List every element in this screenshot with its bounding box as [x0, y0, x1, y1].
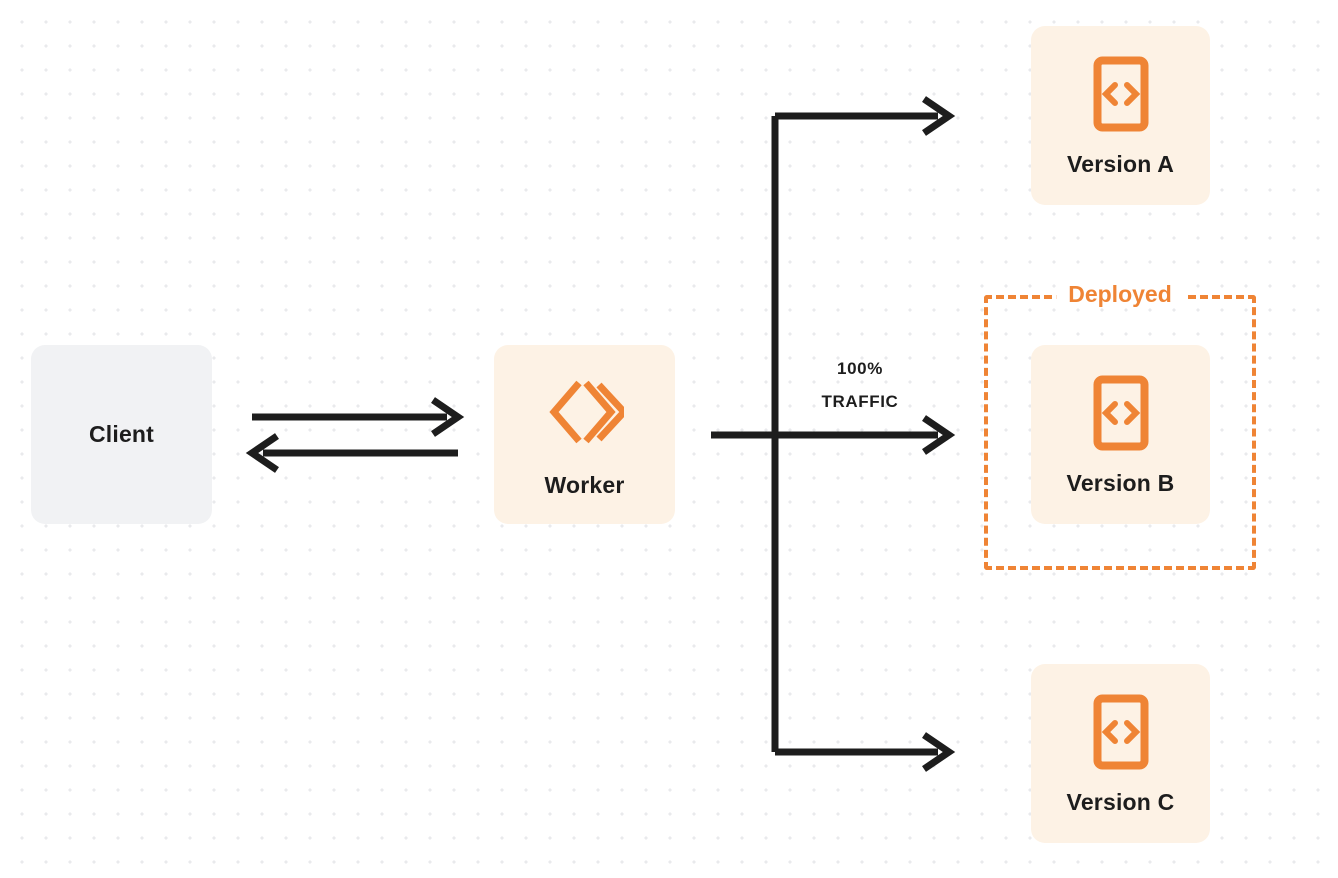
edge-worker-trunk: [711, 415, 956, 455]
edge-client-to-worker: [252, 397, 465, 437]
node-worker[interactable]: Worker: [494, 345, 675, 524]
traffic-label: 100% TRAFFIC: [790, 352, 930, 418]
traffic-percent: 100%: [837, 359, 883, 378]
node-worker-label: Worker: [544, 471, 625, 498]
code-file-icon: [1093, 56, 1149, 137]
code-file-icon: [1093, 694, 1149, 775]
node-version-b[interactable]: Version B: [1031, 345, 1210, 524]
node-version-a[interactable]: Version A: [1031, 26, 1210, 205]
node-version-c-label: Version C: [1066, 788, 1175, 815]
deployed-group-label: Deployed: [1056, 283, 1184, 306]
node-client[interactable]: Client: [31, 345, 212, 524]
node-version-b-label: Version B: [1066, 469, 1175, 496]
edge-branch-to-version-a: [775, 96, 956, 136]
node-client-label: Client: [88, 421, 155, 447]
code-file-icon: [1093, 375, 1149, 456]
traffic-unit: TRAFFIC: [821, 392, 899, 412]
cloudflare-workers-logo-icon: [546, 373, 629, 456]
edge-branch-to-version-c: [775, 732, 956, 772]
deployed-group: Deployed: [984, 283, 1256, 570]
node-version-a-label: Version A: [1066, 150, 1175, 177]
node-version-c[interactable]: Version C: [1031, 664, 1210, 843]
edge-worker-to-client: [245, 433, 458, 473]
